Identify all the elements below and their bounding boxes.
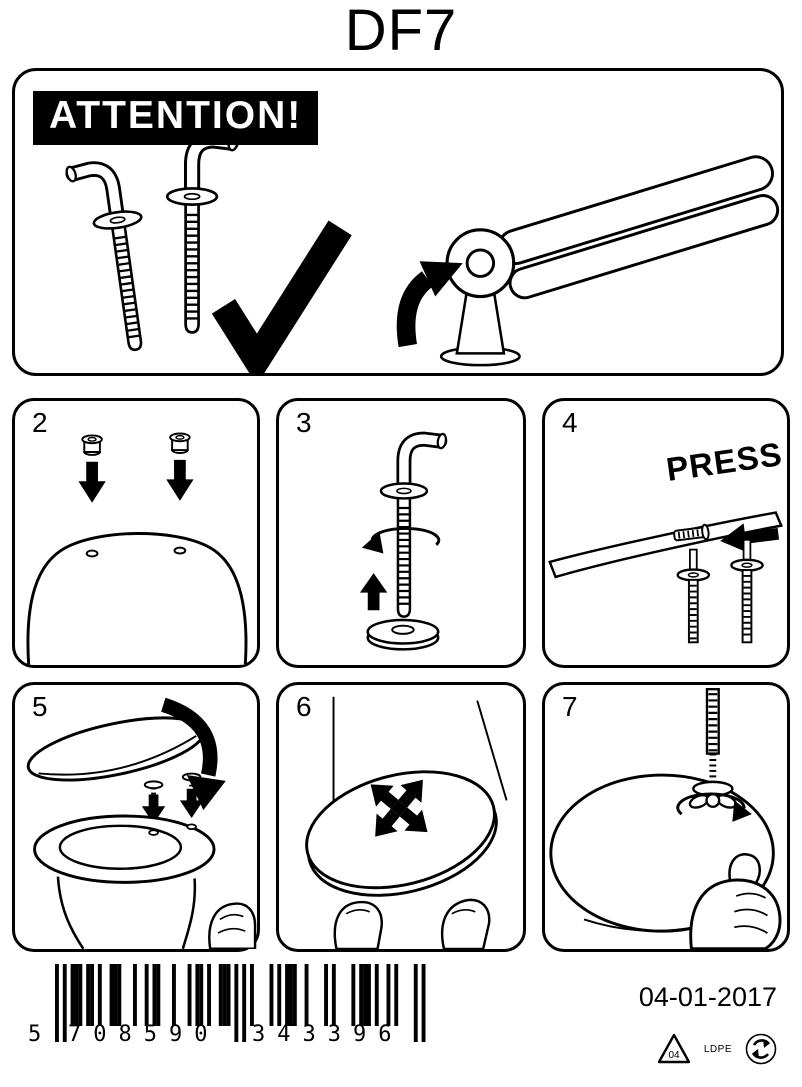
recycle-circle-icon	[745, 1033, 777, 1065]
step-panel-5: 5	[12, 682, 260, 952]
page-title: DF7	[344, 0, 458, 63]
step-panel-3: 3	[276, 398, 526, 668]
recycle-triangle-icon: 04	[657, 1033, 691, 1064]
step-2-illustration	[26, 432, 248, 665]
barcode-digits-right: 343396	[252, 1022, 404, 1047]
hand-illustration	[333, 898, 491, 949]
move-arrows-icon	[370, 779, 428, 837]
step-panel-2: 2	[12, 398, 260, 668]
nut-icon	[169, 432, 191, 454]
washer-icon	[366, 618, 440, 651]
step-4-illustration	[548, 511, 783, 644]
arrow-down-icon	[141, 794, 166, 824]
step-panel-4: 4 PRESS	[542, 398, 790, 668]
rotation-arrow-icon	[361, 526, 441, 554]
step-3-illustration	[359, 401, 523, 651]
step-6-illustration	[305, 696, 508, 949]
hanging-bolt-icon	[676, 548, 711, 644]
attention-panel: ATTENTION!	[12, 68, 784, 376]
seat-edge-illustration	[548, 511, 783, 579]
hook-bolts-illustration	[65, 134, 239, 356]
step-number: 4	[562, 407, 578, 438]
step-number: 2	[32, 407, 48, 438]
barcode-bars	[55, 964, 426, 1042]
curved-arrow-icon	[160, 697, 226, 811]
arrow-down-icon	[78, 461, 106, 503]
toilet-bowl-illustration	[33, 814, 216, 949]
barcode-digits-left: 708590	[68, 1022, 220, 1047]
barcode-digit-first: 5	[28, 1022, 42, 1047]
hand-illustration	[208, 902, 257, 949]
step-5-illustration	[26, 697, 257, 949]
seat-hinge-illustration	[439, 155, 780, 367]
arrow-up-icon	[359, 573, 388, 611]
nut-icon	[81, 434, 103, 456]
barcode: 5 708590 343396	[28, 964, 426, 1060]
attention-illustration	[15, 71, 780, 373]
date-label: 04-01-2017	[638, 982, 777, 1012]
arrow-down-icon	[179, 788, 204, 818]
step-number: 7	[562, 691, 578, 722]
recycling-symbols: 04 LDPE	[656, 1032, 778, 1066]
hand-illustration	[689, 853, 782, 949]
step-panel-6: 6	[276, 682, 526, 952]
step-number: 3	[296, 407, 312, 438]
step-number: 5	[32, 691, 48, 722]
rotation-arrow-icon	[676, 792, 752, 822]
hanging-bolt-icon	[730, 538, 764, 644]
recycle-code: 04	[668, 1050, 680, 1061]
step-panel-7: 7	[542, 682, 790, 952]
arrow-down-icon	[166, 459, 194, 501]
checkmark-icon	[211, 220, 352, 373]
attention-label: ATTENTION!	[33, 91, 319, 145]
wing-nut-icon	[688, 753, 737, 809]
material-label: LDPE	[703, 1043, 732, 1055]
steps-grid: 2	[12, 398, 790, 952]
bolt-icon	[673, 523, 710, 542]
curved-arrow-icon	[396, 261, 463, 348]
step-number: 6	[296, 691, 312, 722]
seat-top-illustration	[26, 532, 248, 665]
arrow-left-icon	[720, 523, 780, 553]
hook-bolt-icon	[381, 433, 447, 616]
seat-illustration	[305, 770, 498, 897]
step-7-illustration	[549, 687, 782, 949]
threaded-rod-icon	[705, 687, 720, 755]
